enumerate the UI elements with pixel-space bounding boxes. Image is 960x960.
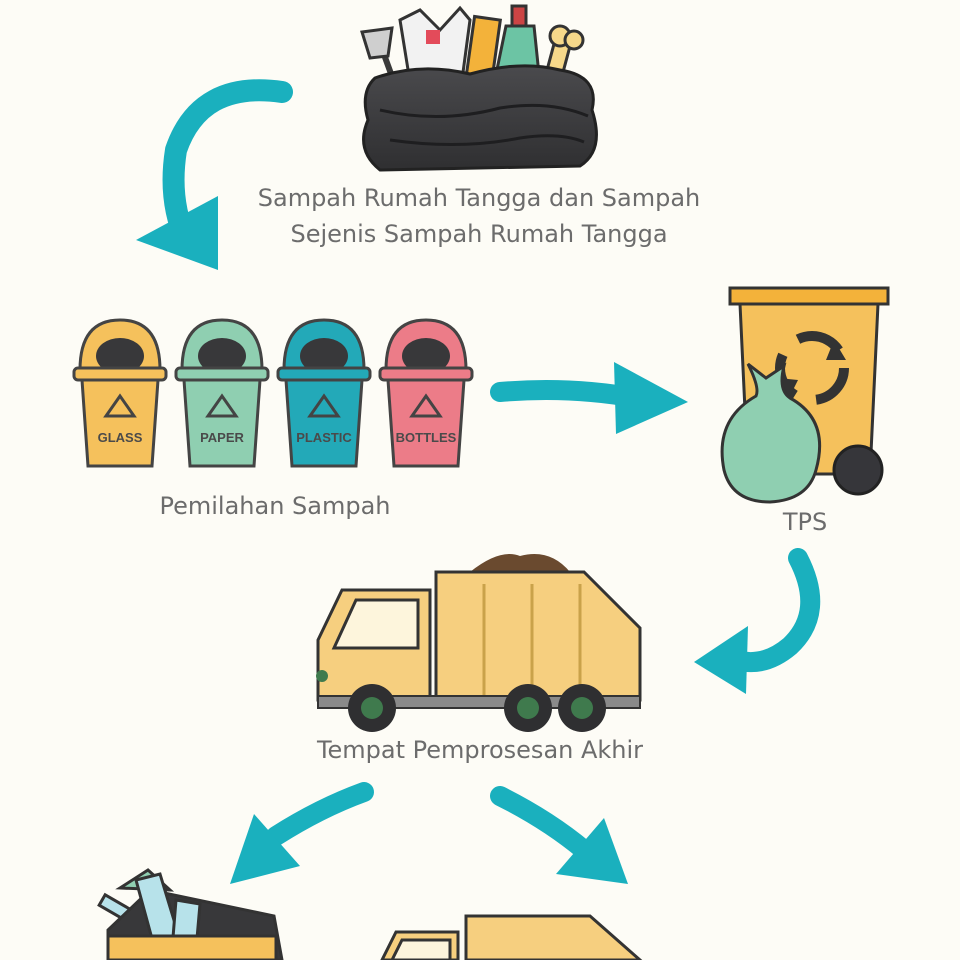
household-waste-label-line1: Sampah Rumah Tangga dan Sampah [257,184,701,212]
wheel-icon [558,684,606,732]
bin-plastic-label: PLASTIC [296,430,352,445]
arrow-sorting-to-tps [490,362,688,434]
arrow-to-landfill [490,786,628,884]
wheel-icon [504,684,552,732]
bin-paper-label: PAPER [200,430,244,445]
bin-glass-label: GLASS [98,430,143,445]
sorting-label: Pemilahan Sampah [159,492,391,520]
recycle-icon [307,393,341,418]
tps-container-illustration [720,286,890,504]
tps-label: TPS [782,508,828,536]
sorting-bins: GLASS PAPER PLASTIC BOTTLES [72,318,474,468]
bin-bottles-label: BOTTLES [396,430,457,445]
recycle-icon [205,393,239,418]
green-trash-bag-icon [720,362,822,504]
dirt-pile-icon [470,554,570,572]
wheel-icon [348,684,396,732]
recycle-icon [103,393,137,418]
arrow-waste-to-sorting [136,79,293,270]
recycling-box-illustration [97,868,284,960]
recycle-icon [409,393,443,418]
final-processing-label: Tempat Pemprosesan Akhir [316,736,644,764]
second-truck-illustration [380,914,643,960]
bin-glass: GLASS [72,318,168,468]
garbage-bag-icon [362,64,598,172]
arrow-tps-to-processing [694,548,821,694]
bin-plastic: PLASTIC [276,318,372,468]
household-waste-label-line2: Sejenis Sampah Rumah Tangga [290,220,668,248]
bin-paper: PAPER [174,318,270,468]
garbage-truck-illustration [316,554,642,732]
shovel-icon [360,26,396,80]
household-waste-illustration [360,4,598,172]
bin-bottles: BOTTLES [378,318,474,468]
arrow-to-recycling [230,782,374,884]
wheel-icon [832,444,884,496]
